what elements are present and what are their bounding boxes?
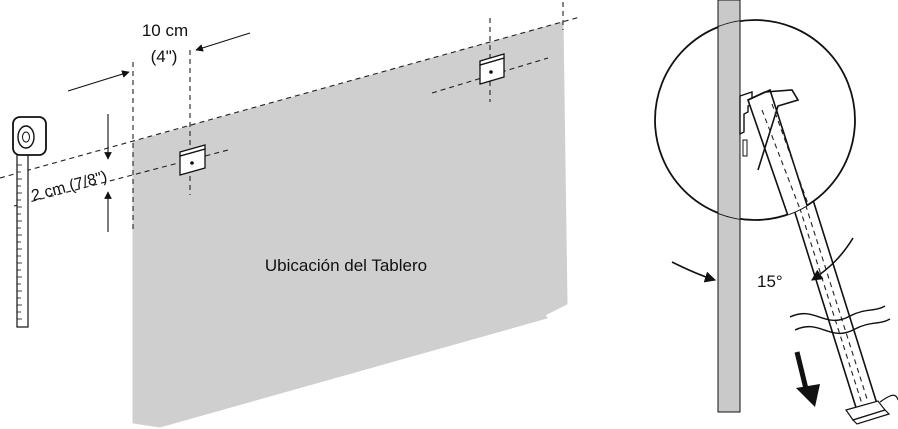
tilt-install-view: 15° xyxy=(654,0,898,425)
bracket-icon xyxy=(179,144,206,176)
spacing-arrow-right xyxy=(195,32,251,52)
horizontal-spacing-label: 10 cm xyxy=(142,21,188,40)
vertical-offset-label: 2 cm (7/8") xyxy=(30,168,109,205)
panel-location-area xyxy=(132,21,568,428)
bracket-guide-line-right xyxy=(431,57,549,94)
tilt-angle-label: 15° xyxy=(757,272,783,291)
horizontal-spacing-imperial-label: (4") xyxy=(151,47,178,66)
curved-arrow-icon xyxy=(811,237,854,281)
break-mark xyxy=(789,305,891,335)
panel-location-label: Ubicación del Tablero xyxy=(265,256,427,275)
top-edge-guide-line xyxy=(0,16,581,179)
down-arrow-icon xyxy=(794,351,820,407)
curved-arrow-icon xyxy=(671,261,717,283)
tape-measure-icon xyxy=(12,116,47,328)
panel-placement-view: 10 cm (4") 2 cm (7/8") Ubicación del Tab… xyxy=(0,2,581,428)
detail-zoom-circle xyxy=(654,19,856,221)
bracket-icon xyxy=(479,53,505,85)
spacing-arrow-left xyxy=(67,70,130,92)
